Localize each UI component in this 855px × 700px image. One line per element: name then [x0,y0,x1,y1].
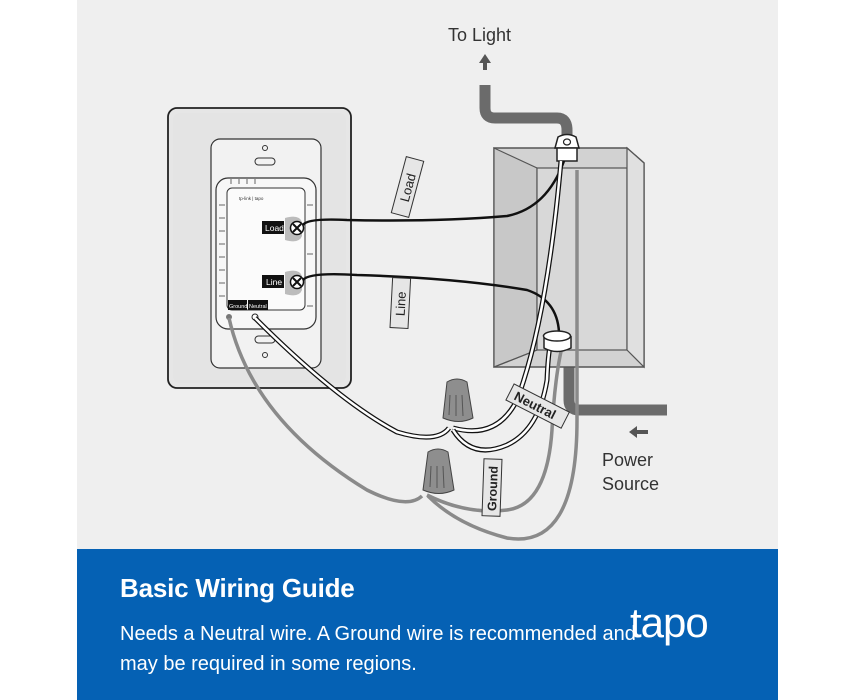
power-source-label-line2: Source [602,474,659,494]
svg-text:Ground: Ground [485,466,501,512]
to-light-label: To Light [448,25,511,45]
wire-tag-line: Line [389,277,412,329]
power-source-label-line1: Power [602,450,653,470]
svg-text:Line: Line [393,291,409,316]
neutral-wire-switch [253,316,451,440]
load-wire [301,160,566,226]
banner-title: Basic Wiring Guide [120,573,355,603]
ground-wire-switch [227,317,424,504]
svg-text:Load: Load [397,172,419,204]
switch-brand-mark: tp-link | tapo [239,196,264,201]
arrow-left-icon [629,426,648,438]
line-wire [302,272,561,333]
terminal-label-ground: Ground [229,304,247,310]
conduit-to-light [479,85,573,148]
wire-tag-load: Load [390,156,425,218]
ground-wire-box-2 [426,334,567,513]
wiring-diagram-svg: To Light Power Source [167,25,667,541]
tapo-logo: tapo [630,599,709,646]
terminal-label-load: Load [265,223,284,233]
wiring-diagram: To Light Power Source [77,0,778,549]
neutral-wire-box-1 [452,160,564,434]
info-banner: Basic Wiring Guide Needs a Neutral wire.… [77,549,778,700]
terminal-label-neutral: Neutral [249,304,267,310]
conduit-power-source [563,340,667,416]
wire-nut-ground [422,448,455,494]
wire-tag-ground: Ground [481,458,503,517]
wire-nut-neutral [442,378,474,422]
ground-wire-box-1 [426,170,579,541]
wiring-guide-card: To Light Power Source [77,0,778,700]
terminal-label-line: Line [266,277,282,287]
wall-plate: tp-link | tapo Load Line Ground Neutral [167,107,352,389]
banner-description: Needs a Neutral wire. A Ground wire is r… [120,623,636,675]
junction-box [493,146,645,369]
cable-clamp-top [554,133,580,162]
cable-clamp-bottom [542,330,572,353]
arrow-up-icon [479,54,491,70]
